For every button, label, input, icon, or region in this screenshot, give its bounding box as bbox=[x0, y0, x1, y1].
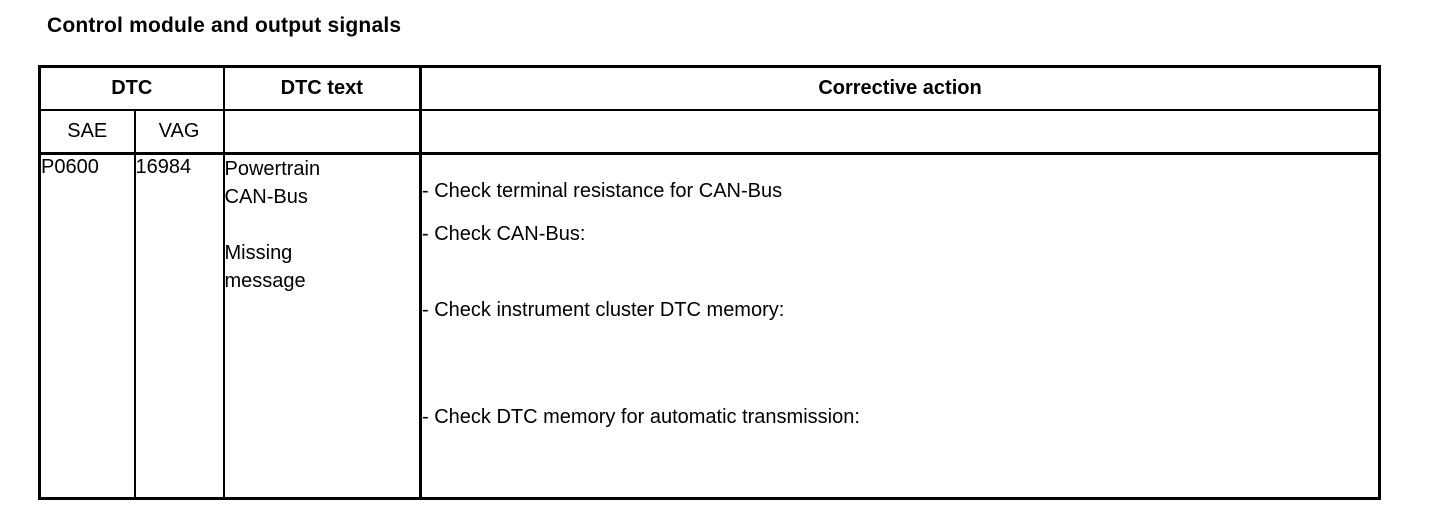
dtc-text-line: CAN-Bus bbox=[224, 186, 308, 208]
column-header-dtc: DTC bbox=[38, 65, 225, 111]
column-header-corrective-action: Corrective action bbox=[419, 65, 1381, 111]
corrective-action-item: - Check CAN-Bus: bbox=[422, 223, 586, 245]
cell-corrective-actions: - Check terminal resistance for CAN-Bus -… bbox=[419, 152, 1381, 500]
page-title: Control module and output signals bbox=[47, 14, 402, 37]
subheader-empty-dtc-text bbox=[222, 108, 422, 155]
table-header-row: DTC DTC text Corrective action bbox=[38, 65, 1381, 111]
column-subheader-vag: VAG bbox=[133, 108, 225, 155]
corrective-action-item: - Check DTC memory for automatic transmi… bbox=[422, 406, 860, 428]
dtc-text-line: Missing bbox=[224, 242, 293, 264]
corrective-action-item: - Check instrument cluster DTC memory: bbox=[422, 299, 785, 321]
column-header-dtc-text: DTC text bbox=[222, 65, 422, 111]
dtc-text-line: message bbox=[224, 270, 306, 292]
cell-vag-code: 16984 bbox=[133, 152, 225, 500]
corrective-action-item: - Check terminal resistance for CAN-Bus bbox=[422, 180, 783, 202]
column-subheader-sae: SAE bbox=[38, 108, 136, 155]
cell-sae-code: P0600 bbox=[38, 152, 136, 500]
table-subheader-row: SAE VAG bbox=[38, 108, 1381, 155]
dtc-text-line: Powertrain bbox=[224, 158, 321, 180]
subheader-empty-corrective-action bbox=[419, 108, 1381, 155]
dtc-table: DTC DTC text Corrective action SAE VAG P… bbox=[38, 65, 1382, 500]
dtc-text-line bbox=[226, 211, 419, 239]
